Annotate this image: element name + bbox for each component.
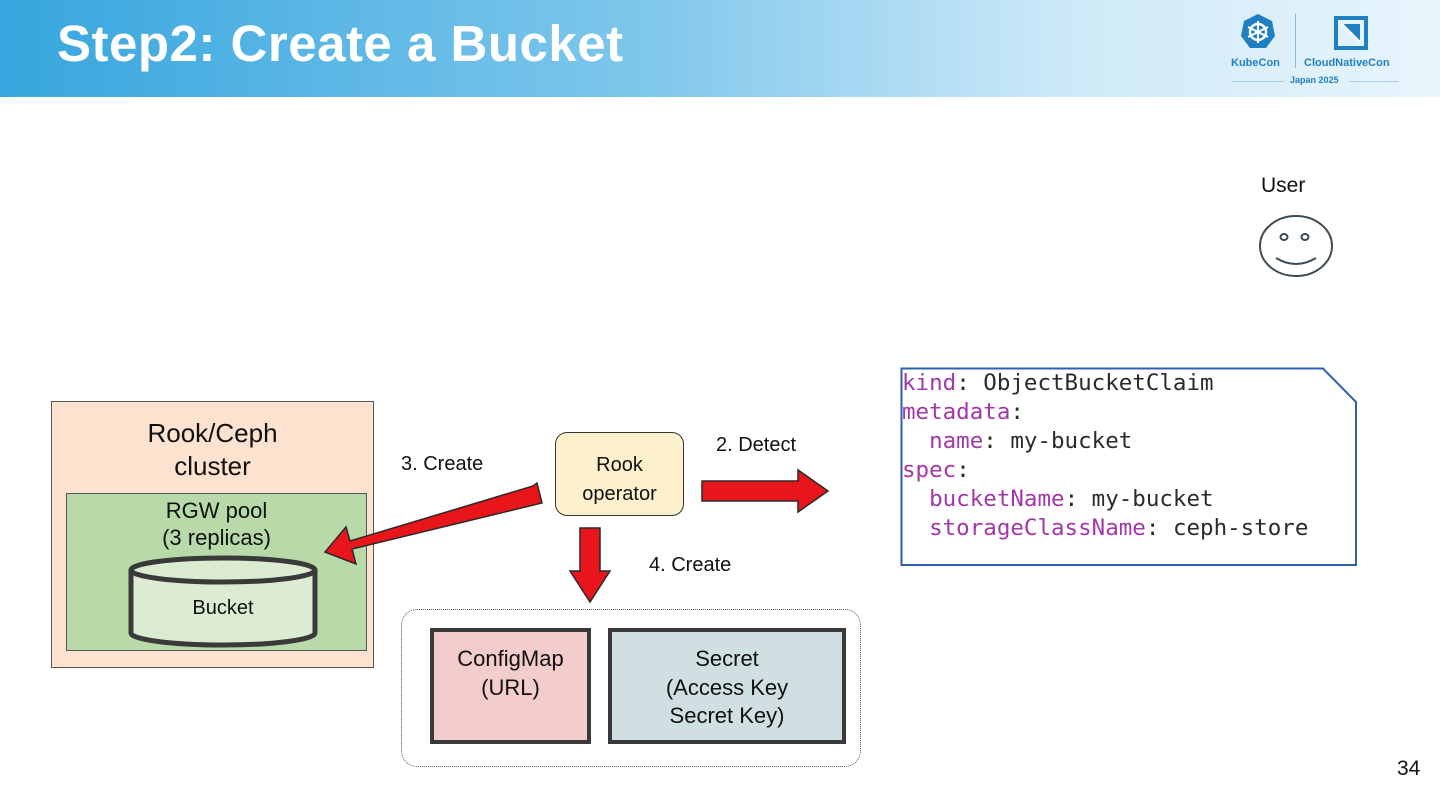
smiley-face-icon <box>1259 215 1333 277</box>
yaml-key-kind: kind <box>902 370 957 396</box>
configmap-label-line2: (URL) <box>481 675 540 700</box>
cloudnativecon-logo-icon <box>1334 16 1368 50</box>
yaml-key-storageclass: storageClassName <box>929 515 1146 541</box>
header-bar: Step2: Create a Bucket KubeCon CloudNati… <box>0 0 1440 97</box>
yaml-key-name: name <box>929 428 984 454</box>
yaml-value-storageclass: ceph-store <box>1172 515 1309 541</box>
bucket-cylinder-icon <box>128 555 318 648</box>
secret-label-line2: (Access Key <box>665 675 789 700</box>
event-logos: KubeCon CloudNativeCon Japan 2025 <box>1228 10 1408 90</box>
secret-box <box>608 628 846 744</box>
secret-label-line3: Secret Key) <box>669 703 785 728</box>
logo-divider <box>1295 14 1296 68</box>
obc-manifest: kind: ObjectBucketClaim metadata: name: … <box>902 370 1309 541</box>
obc-manifest-frame <box>900 367 1357 566</box>
cluster-title-line1: Rook/Ceph <box>147 418 278 448</box>
step-create-resources-label: 4. Create <box>649 554 732 576</box>
page-number: 34 <box>1397 757 1421 780</box>
yaml-value-bucketname: my-bucket <box>1091 486 1214 512</box>
yaml-value-name: my-bucket <box>1010 428 1133 454</box>
create-resources-arrow <box>568 527 612 604</box>
create-bucket-arrow <box>323 481 543 566</box>
generated-resources-group <box>401 609 861 767</box>
bucket-label: Bucket <box>192 597 254 619</box>
step-create-bucket-label: 3. Create <box>401 453 484 475</box>
configmap-label-line1: ConfigMap <box>457 646 564 671</box>
slide-title: Step2: Create a Bucket <box>57 15 624 72</box>
cloudnativecon-logo-text: CloudNativeCon <box>1304 57 1390 69</box>
secret-label-line1: Secret <box>695 646 759 671</box>
yaml-key-spec: spec <box>902 457 957 483</box>
kubecon-logo-text: KubeCon <box>1231 57 1280 69</box>
detect-arrow <box>701 468 830 514</box>
pool-label-line1: RGW pool <box>165 498 268 523</box>
logo-rule-left <box>1232 81 1284 82</box>
user-label: User <box>1261 174 1306 197</box>
yaml-value-kind: ObjectBucketClaim <box>983 370 1214 396</box>
operator-label-line2: operator <box>582 483 657 505</box>
event-year-label: Japan 2025 <box>1290 75 1339 85</box>
logo-rule-right <box>1349 81 1399 82</box>
step-detect-label: 2. Detect <box>716 434 797 456</box>
pool-label-line2: (3 replicas) <box>162 525 271 550</box>
rook-operator-box <box>555 432 684 516</box>
yaml-key-bucketname: bucketName <box>929 486 1065 512</box>
yaml-key-metadata: metadata <box>902 399 1011 425</box>
kubecon-logo-icon <box>1241 14 1275 48</box>
operator-label-line1: Rook <box>596 454 643 476</box>
cluster-title-line2: cluster <box>174 451 251 481</box>
configmap-box <box>430 628 591 744</box>
